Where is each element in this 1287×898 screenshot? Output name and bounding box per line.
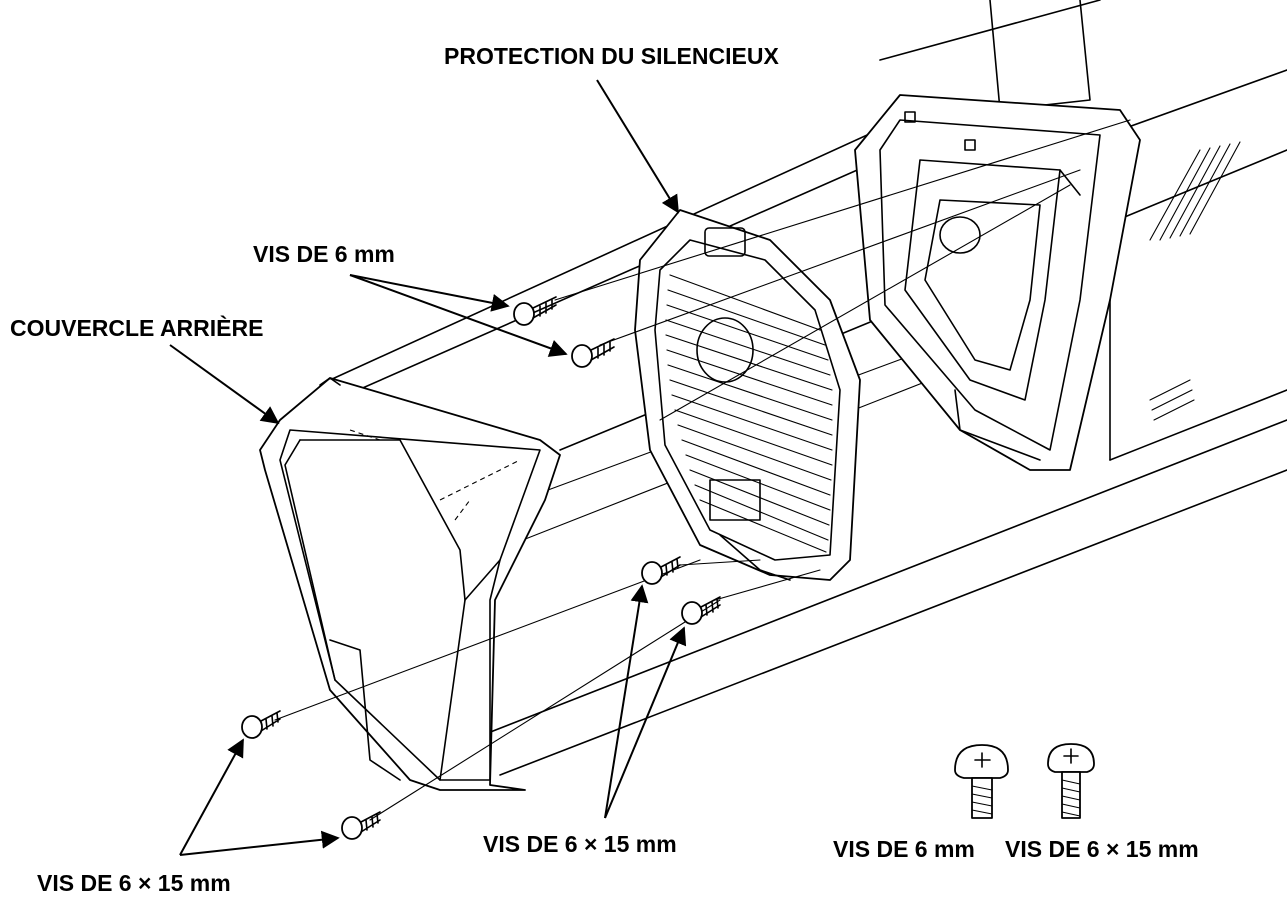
screw-6mm-top-2	[571, 338, 615, 368]
legend-label-screw-6x15: VIS DE 6 × 15 mm	[1005, 836, 1199, 862]
screw-6x15-left-2	[341, 811, 381, 840]
rear-cover-part	[259, 377, 561, 791]
legend-label-screw-6mm: VIS DE 6 mm	[833, 836, 975, 862]
label-screw-6x15-center: VIS DE 6 × 15 mm	[483, 831, 677, 857]
leader-arrows	[169, 79, 687, 856]
screw-6mm-icon	[954, 744, 1009, 819]
muffler-protector-part	[634, 209, 861, 581]
screw-6x15mm-icon	[1047, 743, 1095, 819]
screw-6mm-top-1	[513, 296, 557, 326]
screw-6x15-center-1	[641, 556, 681, 585]
label-screw-6mm-top: VIS DE 6 mm	[253, 241, 395, 267]
label-rear-cover: COUVERCLE ARRIÈRE	[10, 315, 264, 341]
generator-rear-frame	[854, 94, 1241, 471]
screw-6x15-center-2	[681, 596, 721, 625]
alignment-lines	[274, 119, 1131, 821]
label-screw-6x15-bottom-left: VIS DE 6 × 15 mm	[37, 870, 231, 896]
label-muffler-protector: PROTECTION DU SILENCIEUX	[444, 43, 779, 69]
screw-6x15-left-1	[241, 710, 281, 739]
